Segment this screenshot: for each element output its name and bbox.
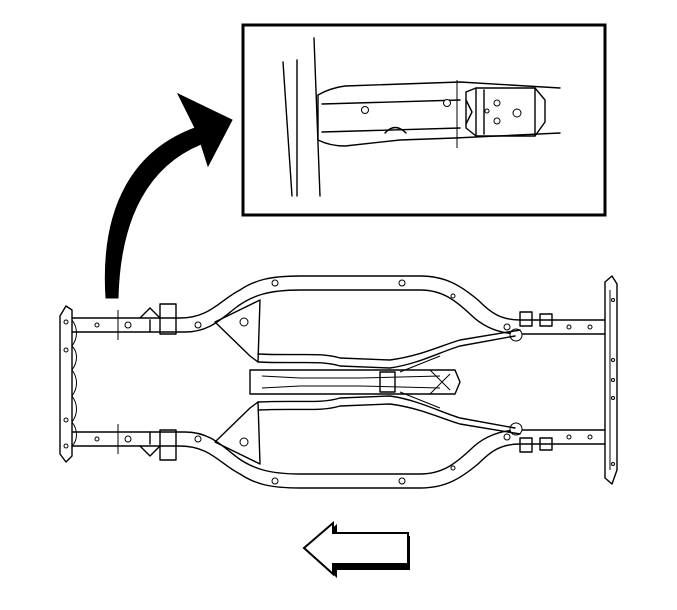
front-bumper-plate xyxy=(59,305,77,463)
inset-hole xyxy=(443,99,451,107)
lower-frame-rail xyxy=(71,422,606,489)
rear-bumper-plate xyxy=(604,275,618,485)
front-crossmember xyxy=(214,299,261,465)
vehicle-frame xyxy=(59,275,618,489)
left-arrow-icon xyxy=(302,520,410,578)
curved-arrow-icon xyxy=(104,92,233,299)
upper-frame-rail xyxy=(71,275,606,342)
inset-hole xyxy=(361,106,369,114)
inset-bracket xyxy=(465,87,546,137)
x-member xyxy=(249,329,521,435)
detail-inset xyxy=(241,23,607,217)
